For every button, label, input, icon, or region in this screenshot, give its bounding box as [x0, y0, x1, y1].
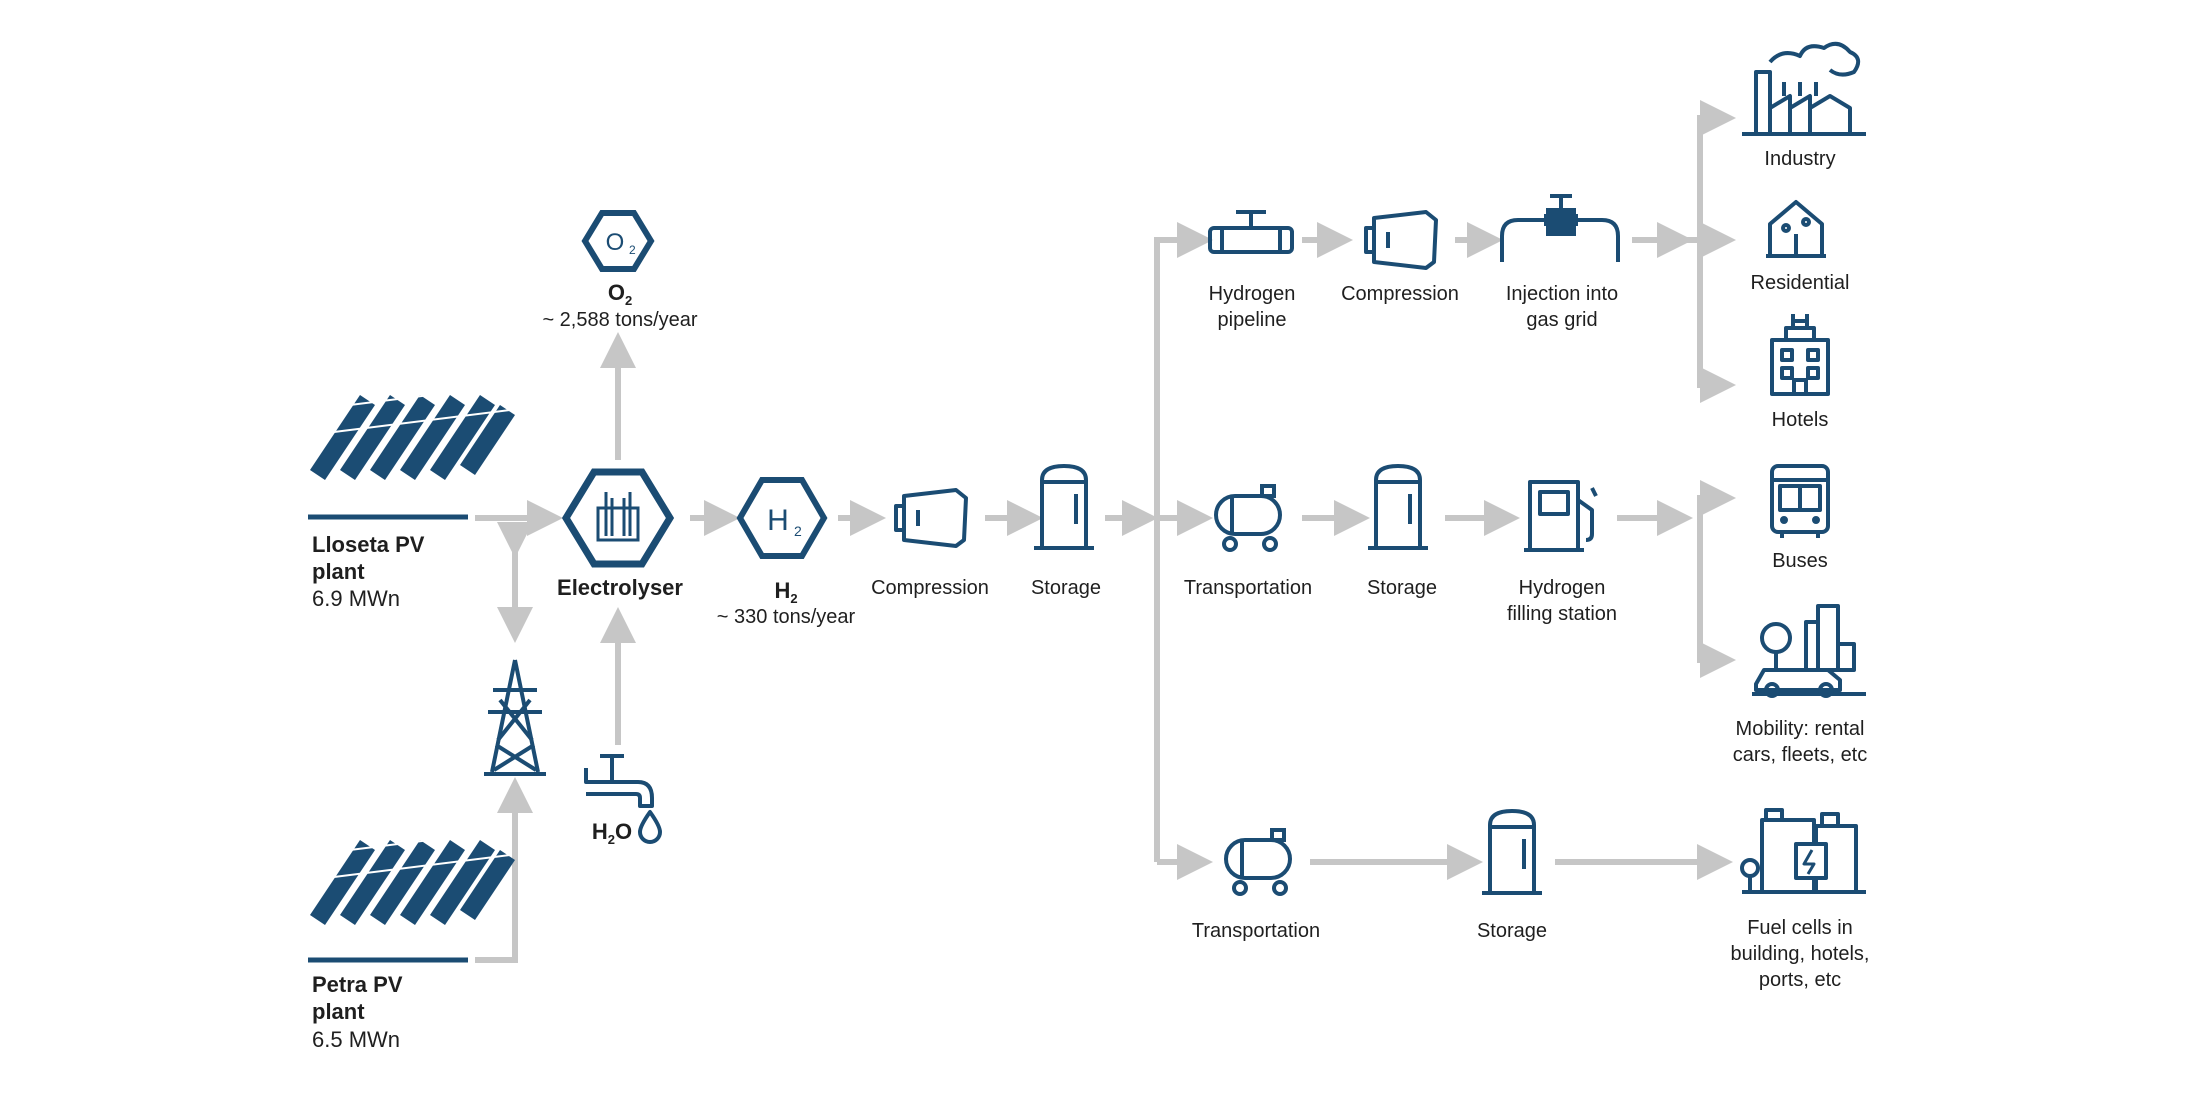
water-label: H2O	[591, 819, 633, 847]
transport-trailer-icon	[1224, 828, 1292, 896]
industry-factory-icon	[1742, 41, 1866, 136]
storage-tank-icon	[1032, 464, 1096, 550]
hotel-building-icon	[1770, 314, 1830, 396]
hydrogen-pipeline-icon	[1208, 210, 1294, 254]
oxygen-label: O2	[607, 280, 633, 308]
storage-tank-icon	[1366, 464, 1430, 550]
mobility-city-car-icon	[1752, 604, 1866, 698]
lloseta-capacity: 6.9 MWn	[312, 586, 401, 611]
electrolyser-icon	[561, 468, 675, 568]
bus-icon	[1770, 464, 1830, 538]
residential-label: Residential	[1750, 272, 1850, 294]
electrolyser-label: Electrolyser	[557, 575, 683, 600]
arrow-split-pipeline	[1154, 222, 1213, 862]
residential-house-icon	[1766, 200, 1826, 258]
fuelcell-transport-label: Transportation	[1191, 920, 1321, 942]
hydrogen-amount: ~ 330 tons/year	[716, 606, 856, 628]
hydrogen-label: H2	[774, 578, 798, 606]
power-pylon-icon	[484, 659, 546, 776]
hydrogen-hexagon-icon: H 2	[736, 477, 828, 559]
oxygen-amount: ~ 2,588 tons/year	[542, 309, 698, 331]
fuel-cell-building-icon	[1740, 808, 1866, 894]
mobility-storage-label: Storage	[1366, 577, 1438, 599]
arrow-to-industry	[1697, 100, 1736, 240]
oxygen-hexagon-icon: O 2	[581, 210, 655, 272]
water-tap-icon	[584, 754, 662, 844]
compressor-icon	[1364, 210, 1438, 270]
svg-text:H: H	[767, 504, 789, 537]
svg-text:2: 2	[629, 243, 636, 257]
compressor-icon	[894, 488, 968, 548]
buses-label: Buses	[1772, 550, 1828, 572]
gas-grid-injection-icon	[1500, 194, 1620, 262]
arrow-to-mobility	[1697, 498, 1736, 678]
arrow-to-hotels	[1697, 240, 1736, 403]
connector-arrows	[475, 100, 1736, 963]
industry-label: Industry	[1764, 148, 1836, 170]
storage-tank-icon	[1480, 809, 1544, 895]
solar-panel-icon	[308, 829, 515, 963]
solar-panel-icon	[308, 384, 515, 520]
transport-label: Transportation	[1183, 577, 1313, 599]
storage-label: Storage	[1030, 577, 1102, 599]
grid-compression-label: Compression	[1341, 283, 1459, 305]
hotels-label: Hotels	[1771, 409, 1829, 431]
hydrogen-filling-station-icon	[1524, 480, 1598, 552]
arrow-petra-grid	[475, 777, 533, 963]
compression-label: Compression	[871, 577, 989, 599]
fuelcell-storage-label: Storage	[1476, 920, 1548, 942]
petra-capacity: 6.5 MWn	[312, 1027, 401, 1052]
svg-text:2: 2	[794, 523, 802, 539]
svg-text:O: O	[606, 229, 625, 256]
transport-trailer-icon	[1214, 484, 1282, 552]
